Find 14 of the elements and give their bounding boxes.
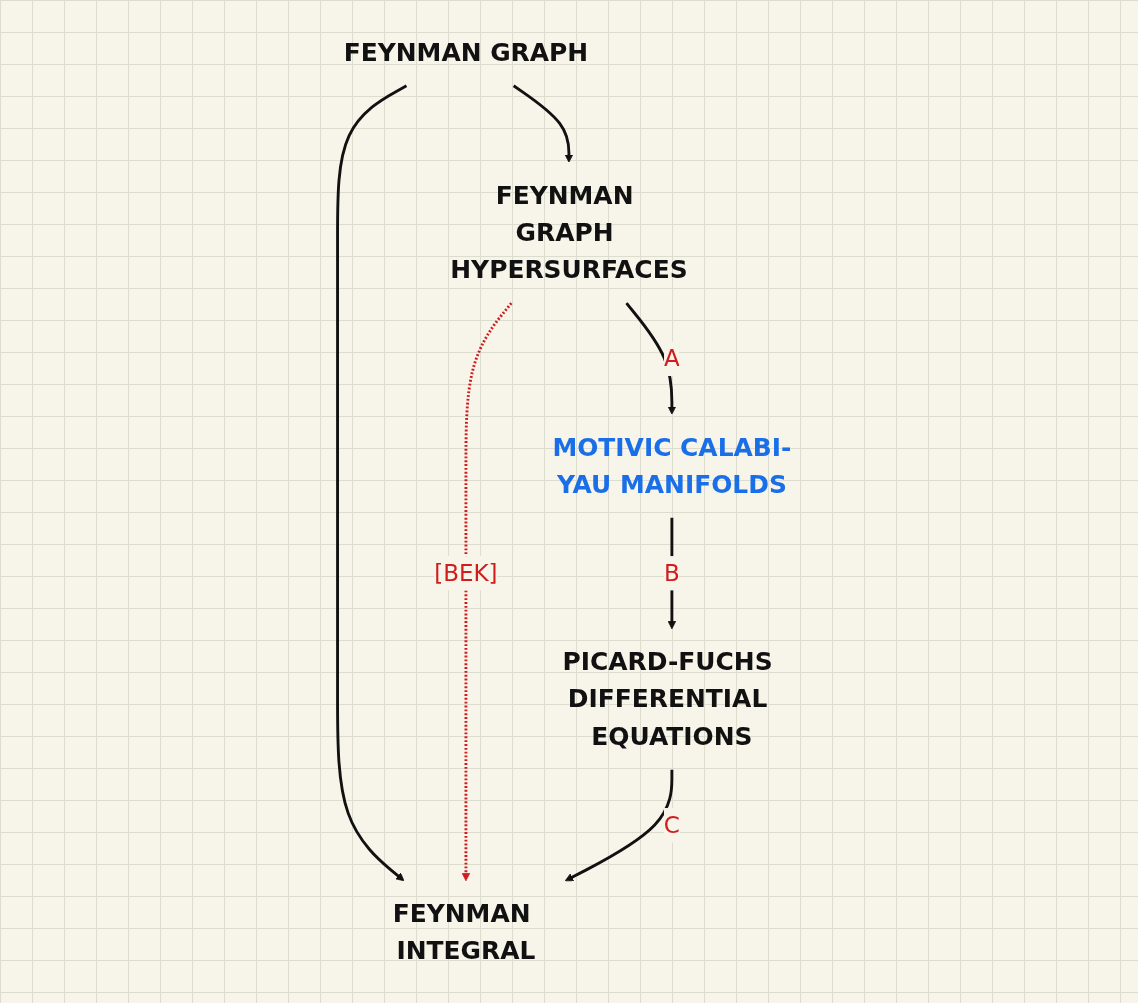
- arrow: [625, 301, 677, 415]
- node-text: PICARD-FUCHS DIFFERENTIAL EQUATIONS: [562, 646, 773, 751]
- node-text: FEYNMAN INTEGRAL: [392, 898, 536, 965]
- edge-label: B: [664, 559, 680, 587]
- arrow: [461, 301, 513, 881]
- node-text: FEYNMAN GRAPH HYPERSURFACES: [450, 180, 688, 284]
- arrow: [564, 769, 674, 881]
- edge-label: A: [664, 344, 680, 372]
- arrow: [336, 84, 408, 881]
- node-text: MOTIVIC CALABI-YAU MANIFOLDS: [552, 432, 792, 499]
- edge-label: C: [663, 811, 680, 839]
- node-text: FEYNMAN GRAPH: [343, 37, 589, 67]
- arrow: [512, 84, 574, 163]
- edge-label: [BEK]: [434, 559, 498, 587]
